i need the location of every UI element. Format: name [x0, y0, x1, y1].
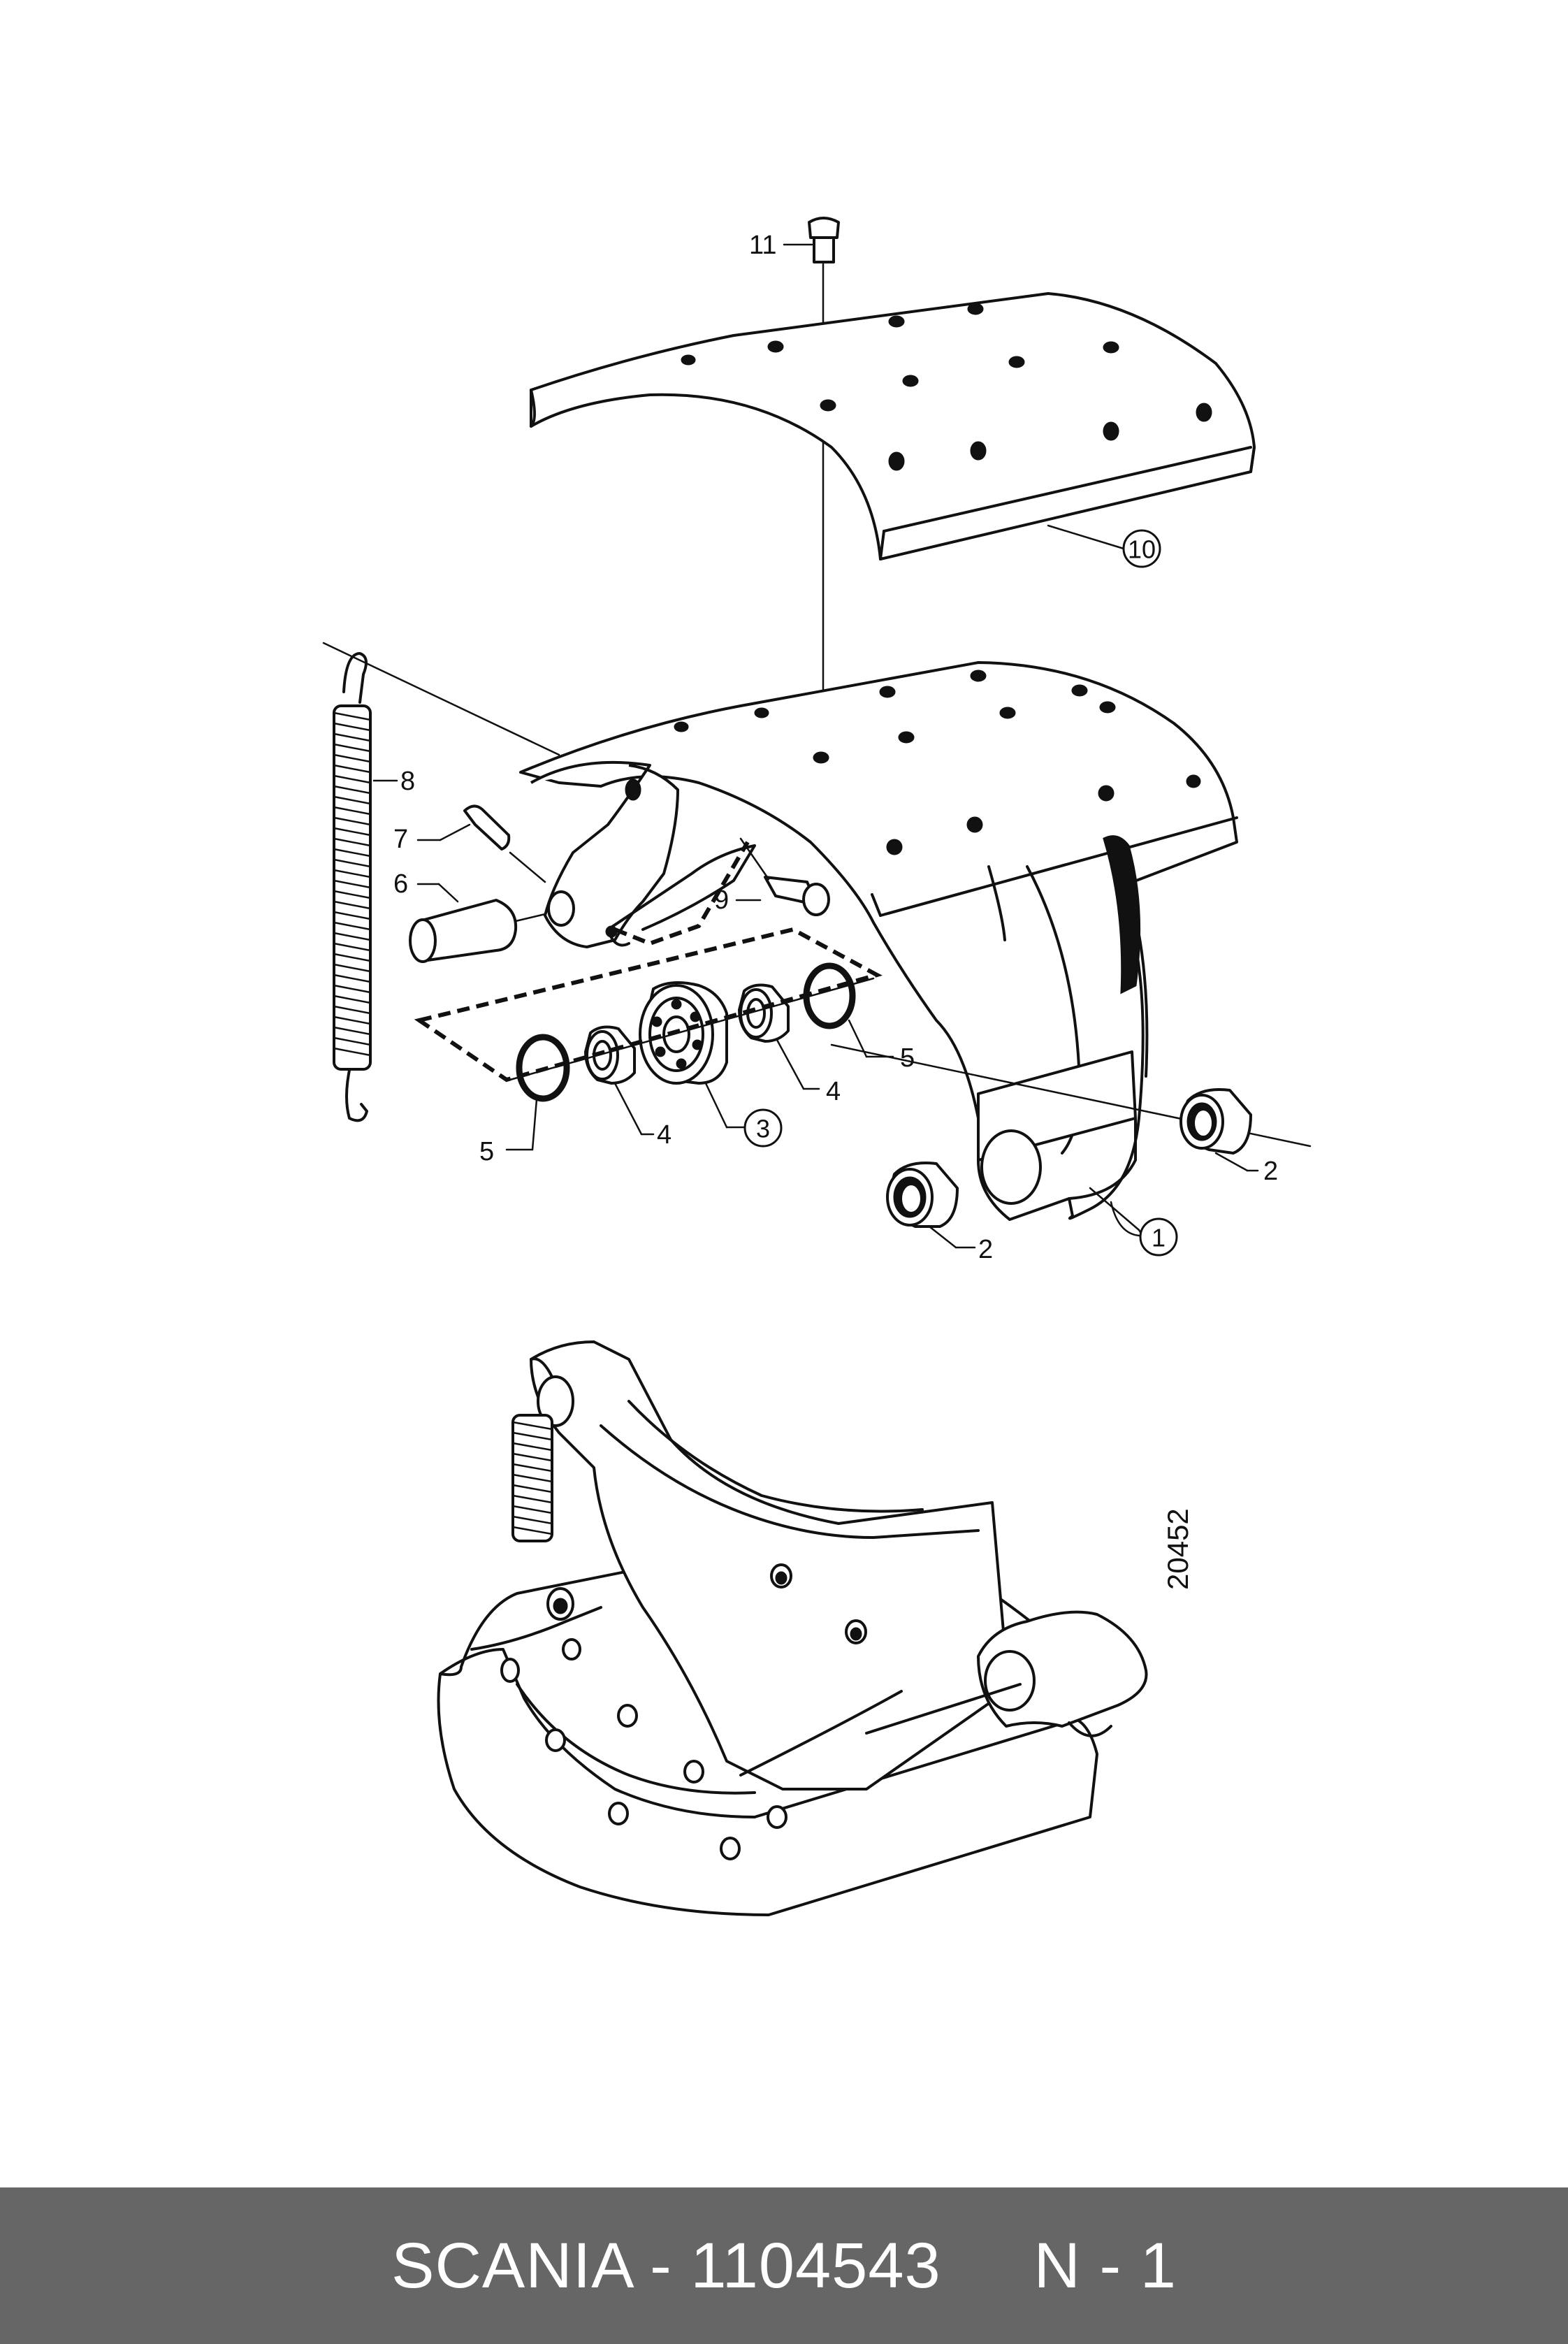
callout-10-label: 10	[1128, 535, 1156, 564]
footer-part-number: 1104543	[690, 2229, 941, 2301]
callout-8-label: 8	[400, 767, 415, 796]
callout-4-left-label: 4	[657, 1120, 672, 1150]
callout-5-left-label: 5	[479, 1137, 494, 1166]
callout-1: 1	[1089, 1187, 1178, 1257]
circlip-part-5-left	[516, 1034, 570, 1102]
callout-2-right: 2	[1214, 1152, 1278, 1186]
rivet-part-11	[808, 217, 840, 758]
callout-11: 11	[749, 231, 813, 260]
callout-3: 3	[704, 1082, 783, 1148]
callout-4-right: 4	[776, 1039, 841, 1106]
callout-8: 8	[372, 767, 415, 796]
assembly-outline	[414, 841, 883, 1083]
callout-9: 9	[714, 885, 762, 915]
return-spring-part-8	[333, 652, 372, 1122]
bolt-part-9	[739, 837, 830, 916]
bushing-part-2-left	[886, 1162, 959, 1228]
drawing-number: 20452	[1161, 1508, 1194, 1590]
footer-separator: -	[631, 2229, 691, 2301]
footer-gap	[941, 2230, 1034, 2301]
callout-3-label: 3	[756, 1115, 770, 1143]
exploded-parts-diagram: 11 10	[322, 217, 1312, 1916]
callout-2-left: 2	[928, 1225, 993, 1264]
callout-11-label: 11	[749, 231, 776, 260]
callout-5-right: 5	[848, 1019, 915, 1073]
roller-bearing-part-3	[639, 981, 728, 1085]
footer-brand: SCANIA	[391, 2229, 632, 2301]
callout-2-left-label: 2	[978, 1235, 993, 1264]
brake-lining-part-10	[530, 292, 1256, 560]
footer-suffix: N - 1	[1033, 2229, 1177, 2301]
callout-5-left: 5	[479, 1098, 538, 1166]
roll-pin-part-7	[463, 804, 546, 883]
race-part-4-left	[584, 1025, 636, 1085]
footer-caption: SCANIA - 1104543 N - 1	[391, 2229, 1177, 2303]
callout-1-label: 1	[1152, 1224, 1166, 1252]
callout-4-left: 4	[614, 1082, 672, 1150]
brake-shoe-part-1	[322, 642, 1312, 1221]
callout-6-label: 6	[393, 869, 408, 899]
callout-4-right-label: 4	[826, 1077, 841, 1106]
pin-part-6	[409, 899, 546, 963]
race-part-4-right	[738, 983, 790, 1043]
callout-6: 6	[393, 869, 459, 903]
callout-7: 7	[393, 823, 471, 854]
callout-2-right-label: 2	[1263, 1157, 1278, 1186]
drawing-number-label: 20452	[1161, 1508, 1194, 1590]
assembled-brake-shoe-view	[437, 1340, 1148, 1916]
bushing-part-2-right	[1179, 1088, 1252, 1155]
callout-10: 10	[1047, 524, 1161, 568]
callout-9-label: 9	[714, 885, 729, 915]
callout-7-label: 7	[393, 825, 408, 854]
footer-bar: SCANIA - 1104543 N - 1	[0, 2187, 1568, 2344]
callout-5-right-label: 5	[900, 1043, 915, 1073]
